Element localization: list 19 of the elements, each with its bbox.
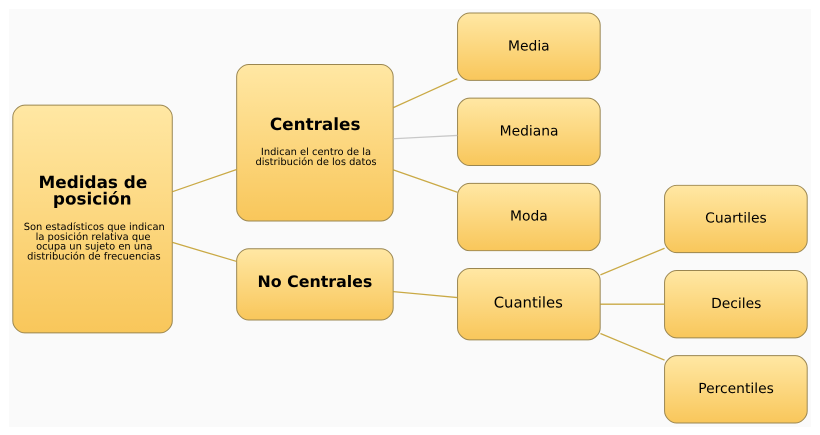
node-box: Mediana [457, 97, 601, 166]
node-box: Media [457, 12, 601, 80]
connector [393, 168, 458, 192]
node-box: No Centrales [236, 248, 394, 320]
connector [600, 332, 665, 360]
connector [600, 247, 665, 275]
node-box: Medidas de posición Son estadísticos que indican la posición relativa que ocupa un sujeto en una distribución de frecuencias [12, 104, 173, 333]
connector [393, 78, 458, 108]
connector [600, 303, 665, 304]
node-box: Centrales Indican el centro de la distribución de los datos [236, 63, 394, 221]
connector [172, 241, 237, 262]
node-box: Cuartiles [664, 184, 808, 253]
node-box: Percentiles [664, 354, 808, 424]
connector [172, 168, 237, 192]
connector [393, 134, 458, 139]
connector [393, 290, 458, 298]
node-box: Cuantiles [457, 268, 601, 340]
node-box: Deciles [664, 270, 808, 338]
node-box: Moda [457, 182, 601, 251]
